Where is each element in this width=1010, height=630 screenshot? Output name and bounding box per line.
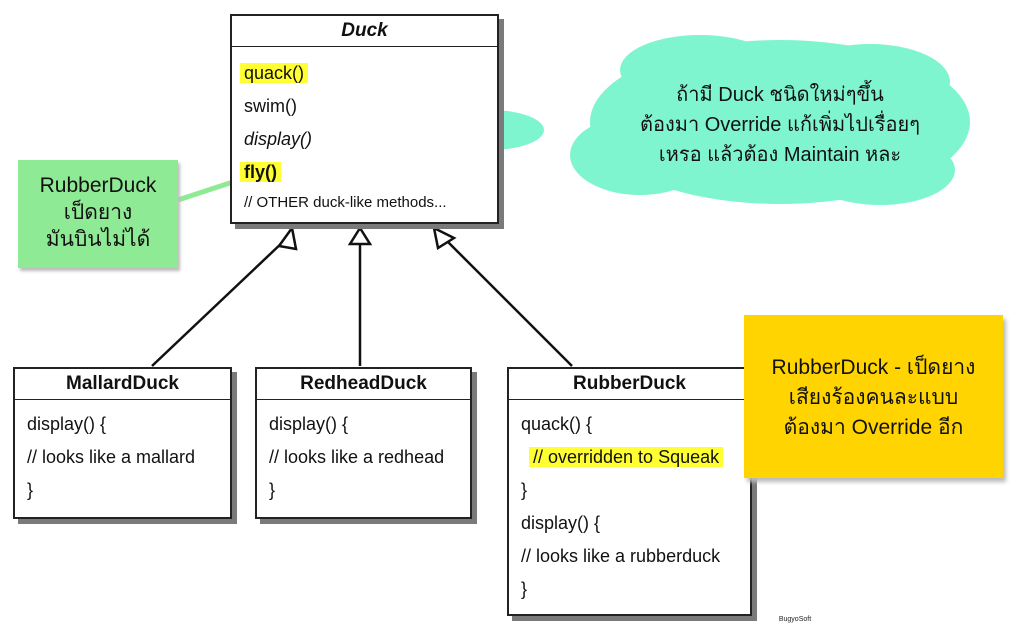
inheritance-line-mallard xyxy=(151,239,286,367)
rubber-class-box: RubberDuck quack() { // overridden to Sq… xyxy=(507,367,752,616)
cloud-lobe xyxy=(790,44,950,120)
cloud-lobe xyxy=(620,35,780,105)
duck-method-other: // OTHER duck-like methods... xyxy=(244,194,447,211)
code-line: // looks like a mallard xyxy=(27,447,196,467)
code-line: quack() { xyxy=(521,414,593,434)
cloud-note-line: ถ้ามี Duck ชนิดใหม่ๆขึ้น xyxy=(676,84,884,106)
duck-method-fly: fly() xyxy=(240,162,281,182)
mallard-class-title: MallardDuck xyxy=(15,369,230,400)
code-line: // looks like a rubberduck xyxy=(521,546,721,566)
duck-class-title: Duck xyxy=(232,16,497,47)
cloud-note-line: ต้องมา Override แก้เพิ่มไปเรื่อยๆ xyxy=(640,114,920,136)
code-line: } xyxy=(521,480,528,500)
rubber-body: quack() { // overridden to Squeak } disp… xyxy=(509,400,750,610)
green-note-line: มันบินไม่ได้ xyxy=(45,228,151,251)
code-line: } xyxy=(269,480,276,500)
code-line: display() { xyxy=(27,414,107,434)
green-note-line: เป็ดยาง xyxy=(63,201,133,224)
green-sticky-note: RubberDuck เป็ดยาง มันบินไม่ได้ xyxy=(18,160,178,268)
mallard-class-box: MallardDuck display() { // looks like a … xyxy=(13,367,232,519)
code-line: } xyxy=(27,480,34,500)
cloud-lobe xyxy=(570,115,710,195)
green-note-line: RubberDuck xyxy=(39,174,157,197)
thought-cloud xyxy=(386,35,970,205)
redhead-class-title: RedheadDuck xyxy=(257,369,470,400)
rubber-class-title: RubberDuck xyxy=(509,369,750,400)
duck-method-quack: quack() xyxy=(240,63,309,83)
code-line: display() { xyxy=(269,414,349,434)
code-line: display() { xyxy=(521,513,601,533)
cloud-note-line: เหรอ แล้วต้อง Maintain หละ xyxy=(658,144,902,166)
inheritance-arrowhead-rubber xyxy=(432,225,457,251)
watermark-logo: BugyoSoft xyxy=(778,616,812,623)
redhead-body: display() { // looks like a redhead } xyxy=(257,400,470,511)
inheritance-line-rubber xyxy=(445,239,573,367)
cloud-lobe xyxy=(805,135,955,205)
yellow-sticky-note: RubberDuck - เป็ดยาง เสียงร้องคนละแบบ ต้… xyxy=(744,315,1003,478)
rubber-quack-override-comment: // overridden to Squeak xyxy=(529,447,724,467)
duck-method-swim: swim() xyxy=(244,96,297,116)
code-line: // looks like a redhead xyxy=(269,447,445,467)
duck-methods: quack() swim() display() fly() // OTHER … xyxy=(232,47,497,221)
inheritance-arrowhead-mallard xyxy=(276,224,298,251)
mallard-body: display() { // looks like a mallard } xyxy=(15,400,230,511)
inheritance-arrowhead-redhead xyxy=(347,225,373,246)
cloud-note-text: ถ้ามี Duck ชนิดใหม่ๆขึ้น ต้องมา Override… xyxy=(585,80,975,170)
code-line: } xyxy=(521,579,528,599)
duck-class-box: Duck quack() swim() display() fly() // O… xyxy=(230,14,499,224)
yellow-note-line: ต้องมา Override อีก xyxy=(783,416,964,439)
yellow-note-line: RubberDuck - เป็ดยาง xyxy=(771,356,976,379)
yellow-note-line: เสียงร้องคนละแบบ xyxy=(788,386,959,409)
duck-method-display: display() xyxy=(244,129,313,149)
redhead-class-box: RedheadDuck display() { // looks like a … xyxy=(255,367,472,519)
